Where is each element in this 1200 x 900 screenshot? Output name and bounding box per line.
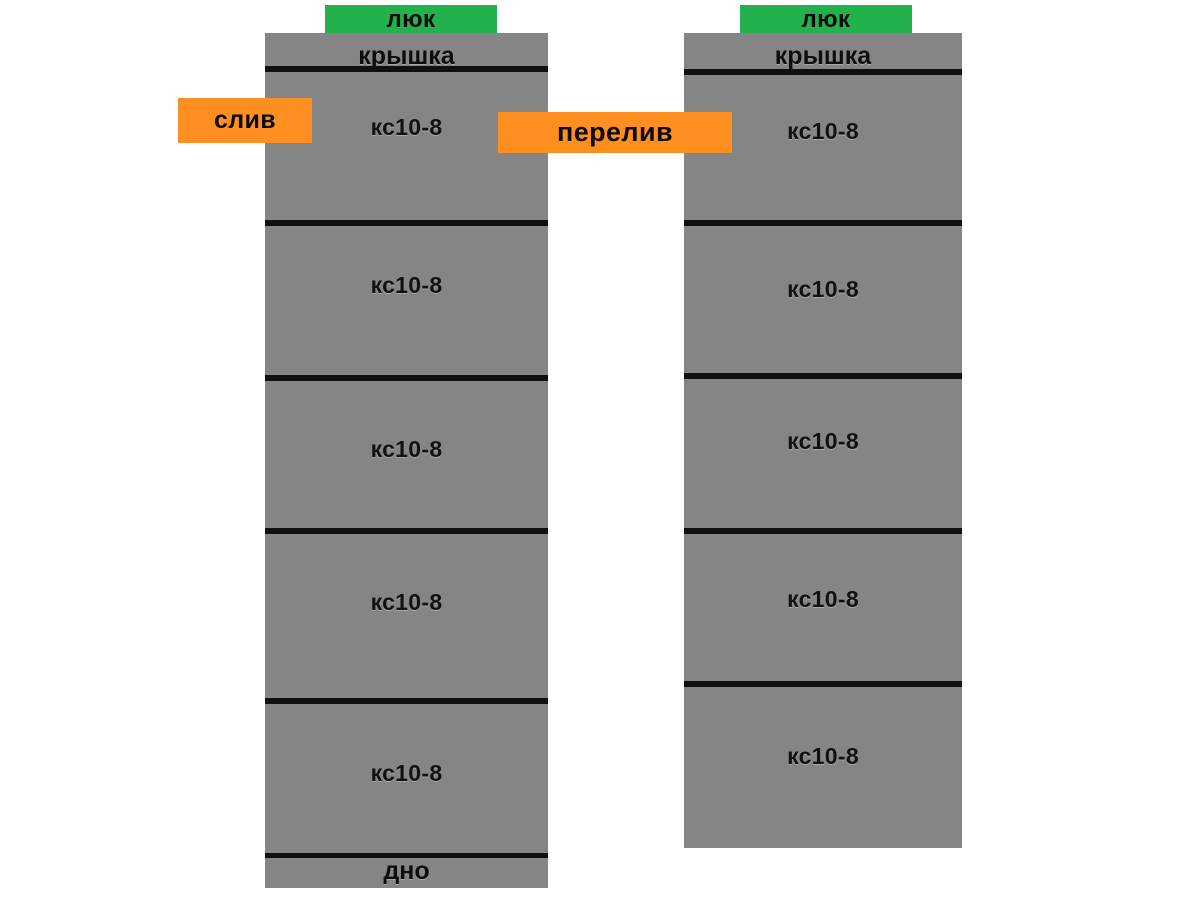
divider-right-3 bbox=[684, 528, 962, 534]
divider-right-2 bbox=[684, 373, 962, 379]
ring-label-left-5: кс10-8 bbox=[370, 760, 443, 786]
divider-right-4 bbox=[684, 681, 962, 687]
ring-label-right-4: кс10-8 bbox=[787, 586, 859, 612]
divider-left-4 bbox=[265, 698, 548, 704]
well-right bbox=[684, 33, 962, 848]
pipe-drain: слив bbox=[178, 98, 312, 143]
hatch-label-left: люк bbox=[386, 6, 436, 33]
ring-label-left-1: кс10-8 bbox=[370, 114, 443, 140]
hatch-label-right: люк bbox=[801, 6, 851, 33]
divider-left-cap bbox=[265, 66, 548, 72]
ring-label-left-3: кс10-8 bbox=[370, 436, 443, 462]
divider-right-cap bbox=[684, 69, 962, 75]
divider-left-bottom bbox=[265, 853, 548, 858]
ring-label-left-2: кс10-8 bbox=[370, 272, 443, 298]
pipe-overflow-label: перелив bbox=[557, 117, 673, 147]
hatch-box-left: люк bbox=[325, 5, 497, 35]
cap-label-left: крышка bbox=[358, 42, 455, 70]
ring-label-right-5: кс10-8 bbox=[787, 743, 859, 769]
ring-label-right-2: кс10-8 bbox=[787, 276, 859, 302]
hatch-box-right: люк bbox=[740, 5, 912, 35]
pipe-drain-label: слив bbox=[213, 106, 277, 134]
cap-label-right: крышка bbox=[774, 42, 872, 70]
well-left bbox=[265, 33, 548, 888]
bottom-label-left: дно bbox=[383, 857, 430, 885]
pipe-overflow: перелив bbox=[498, 112, 732, 153]
ring-label-left-4: кс10-8 bbox=[370, 589, 443, 615]
divider-left-2 bbox=[265, 375, 548, 381]
ring-label-right-1: кс10-8 bbox=[787, 118, 859, 144]
ring-label-right-3: кс10-8 bbox=[787, 428, 859, 454]
divider-left-1 bbox=[265, 220, 548, 226]
divider-left-3 bbox=[265, 528, 548, 534]
divider-right-1 bbox=[684, 220, 962, 226]
